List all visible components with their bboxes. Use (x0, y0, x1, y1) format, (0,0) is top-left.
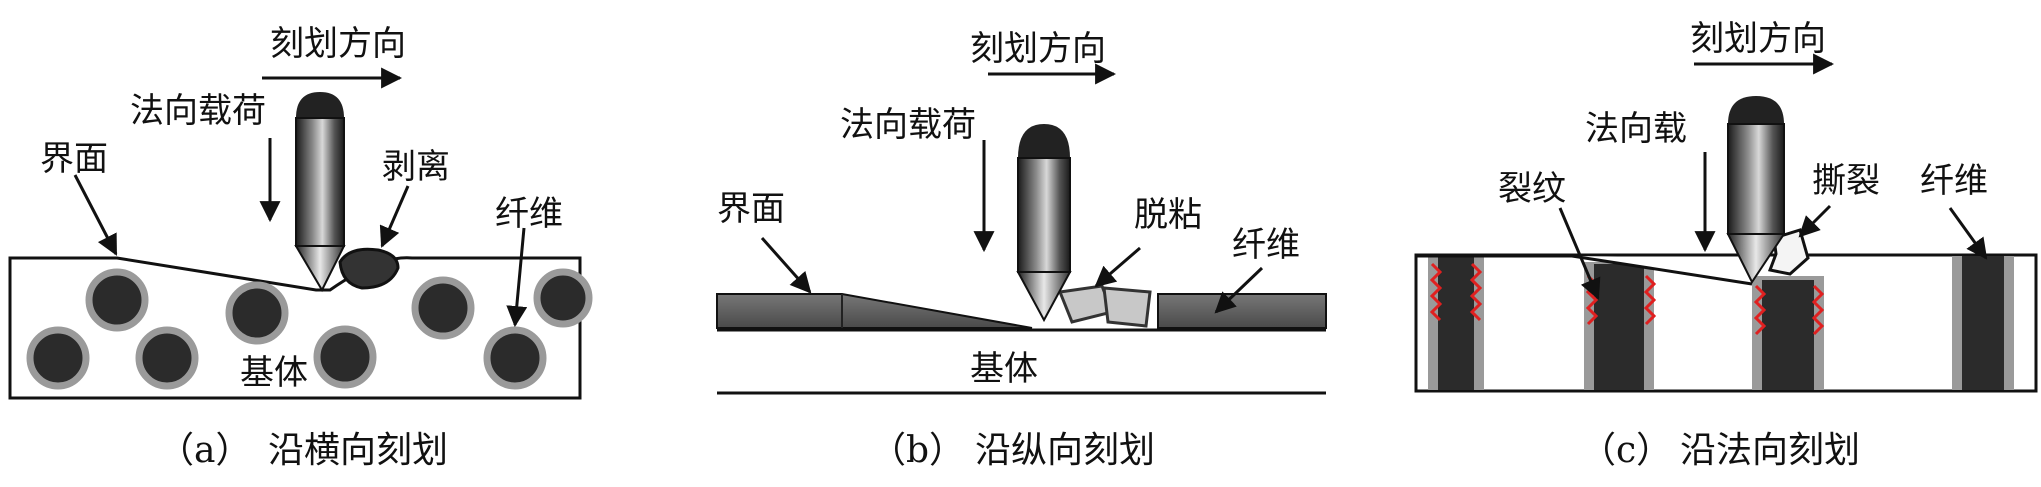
crack (1469, 262, 1483, 322)
scratch-tool (294, 92, 346, 293)
fiber-cross-sections (26, 268, 593, 390)
tear-pointer (1798, 204, 1832, 238)
interface-pointer (760, 237, 812, 294)
fiber-label: 纤维 (495, 194, 563, 234)
debond-pointer (1094, 246, 1141, 288)
fiber-layer-right (1157, 293, 1327, 329)
direction-label: 刻划方向 (1690, 19, 1826, 59)
crack (1753, 284, 1767, 336)
fiber-label: 纤维 (1232, 225, 1300, 265)
crack (1643, 274, 1657, 326)
fiber-pointer (1214, 266, 1264, 314)
fiber (225, 281, 289, 345)
matrix-label: 基体 (970, 349, 1038, 389)
fiber-label: 纤维 (1920, 161, 1988, 201)
fiber-layer-left (716, 293, 1033, 329)
caption-text: 沿横向刻划 (268, 430, 448, 471)
debond-label: 脱粘 (1134, 195, 1202, 235)
scratch-tool (1016, 124, 1072, 323)
fiber (313, 325, 377, 389)
peel-pointer (379, 185, 410, 248)
peeled-chip (338, 247, 400, 290)
fiber (135, 326, 199, 390)
panel-a: 刻划方向 法向载荷 界面 剥离 纤维 基体 （a） 沿横向刻划 (8, 24, 593, 471)
fiber (85, 268, 149, 332)
interface-pointer (73, 174, 118, 256)
scratch-tool (1726, 96, 1786, 284)
panel-b: 刻划方向 法向载荷 界面 脱粘 纤维 基体 （b） 沿纵向刻划 (716, 29, 1327, 471)
direction-label: 刻划方向 (970, 29, 1106, 69)
tear-label: 撕裂 (1812, 161, 1880, 201)
load-label: 法向载荷 (130, 91, 266, 131)
fiber-columns (1428, 256, 2014, 390)
crack (1429, 262, 1443, 322)
load-label: 法向载 (1585, 109, 1687, 149)
interface-label: 界面 (717, 189, 785, 229)
direction-label: 刻划方向 (270, 24, 406, 64)
scratch-groove-edge (1416, 254, 1753, 286)
debond-chip (1102, 286, 1152, 328)
caption-tag: （a） (158, 430, 251, 471)
crack-pointer (1558, 207, 1601, 300)
peel-label: 剥离 (382, 147, 450, 187)
fiber (26, 326, 90, 390)
crack-label: 裂纹 (1498, 169, 1566, 209)
crack (1811, 284, 1825, 336)
caption-tag: （c） (1580, 430, 1672, 471)
caption-text: 沿纵向刻划 (975, 430, 1155, 471)
panel-c: 刻划方向 法向载 裂纹 撕裂 纤维 （c） 沿法向刻划 (1414, 19, 2038, 471)
load-label: 法向载荷 (840, 105, 976, 145)
fiber (483, 326, 547, 390)
matrix-label: 基体 (240, 353, 308, 393)
caption-tag: （b） (870, 430, 965, 471)
fiber (533, 268, 593, 328)
fiber-pointer (506, 227, 528, 328)
caption-text: 沿法向刻划 (1680, 430, 1860, 471)
interface-label: 界面 (40, 139, 108, 179)
fiber-pointer (1948, 207, 1988, 260)
fiber (411, 276, 475, 340)
